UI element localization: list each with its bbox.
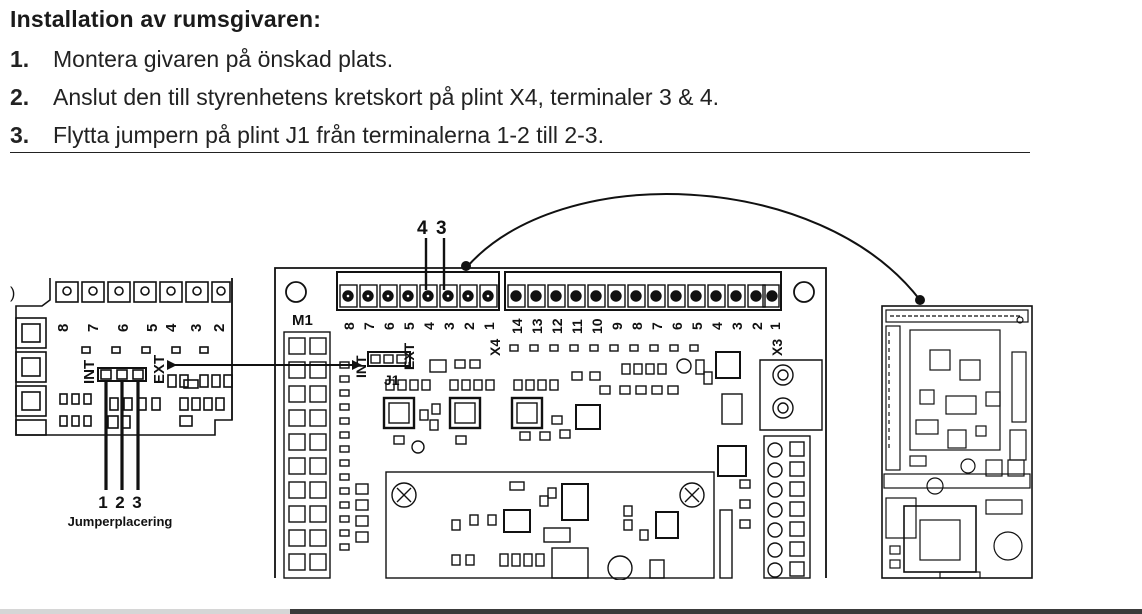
terminal-number: 8: [629, 322, 645, 330]
terminal-number: 5: [144, 324, 161, 332]
terminal-number: 6: [381, 322, 397, 330]
x4-label: X4: [487, 339, 503, 356]
terminal-number: 7: [649, 322, 665, 330]
svg-text:): ): [10, 285, 15, 302]
terminal-number: 1: [481, 322, 497, 330]
terminal-number: 11: [569, 319, 585, 334]
divider: [10, 152, 1030, 153]
jumper-number: 3: [132, 493, 141, 512]
step-number: 3.: [10, 122, 30, 148]
sensor-board: [881, 305, 1033, 579]
terminal-number: 10: [589, 318, 605, 334]
jumper-numbers: 1 2 3: [98, 493, 141, 512]
jumper-number: 1: [98, 493, 107, 512]
step-text: Montera givaren på önskad plats.: [53, 46, 394, 72]
terminal-number: 3: [441, 322, 457, 330]
step-number: 1.: [10, 46, 30, 72]
sensor-cable: [465, 193, 921, 301]
board-int-label: INT: [353, 355, 369, 378]
step-item: 2. Anslut den till styrenhetens kretskort…: [10, 82, 719, 120]
terminal-number: 2: [461, 322, 477, 330]
terminal-number: 2: [211, 324, 228, 332]
step-text: Anslut den till styrenhetens kretskort p…: [53, 84, 720, 110]
terminal-number: 1: [767, 322, 783, 330]
terminal-number: 3: [188, 324, 205, 332]
callout-terminal-3: 3: [436, 218, 447, 239]
terminal-number: 6: [115, 324, 132, 332]
terminal-number: 8: [55, 324, 72, 332]
jumper-leader-lines: [104, 381, 140, 490]
bottom-strip: [0, 609, 1142, 614]
m1-label: M1: [292, 312, 313, 329]
jumper-caption: Jumperplacering: [68, 514, 173, 529]
callout-leaders: [424, 238, 446, 290]
control-board: [274, 267, 827, 578]
jumper-detail-panel: ): [10, 278, 233, 436]
instruction-steps: 1. Montera givaren på önskad plats. 2. Ans…: [10, 44, 719, 158]
terminal-number: 4: [163, 323, 180, 332]
step-text: Flytta jumpern på plint J1 från terminal…: [53, 122, 604, 148]
step-number: 2.: [10, 84, 30, 110]
int-label: INT: [81, 360, 98, 384]
callout-terminal-4: 4: [417, 218, 428, 239]
wiring-diagram: ): [10, 193, 1033, 580]
terminal-number: 2: [749, 322, 765, 330]
terminal-number: 5: [689, 322, 705, 330]
terminal-number: 3: [729, 322, 745, 330]
board-components: [283, 331, 823, 580]
terminal-number: 4: [421, 322, 437, 330]
terminal-number: 14: [509, 318, 525, 334]
step-item: 1. Montera givaren på önskad plats.: [10, 44, 719, 82]
terminal-number: 6: [669, 322, 685, 330]
terminal-number: 12: [549, 318, 565, 334]
terminal-number: 5: [401, 322, 417, 330]
x3-label: X3: [769, 339, 785, 356]
x3-terminal-numbers: 14 13 12 11 10 9 8 7 6 5 4 3 2 1: [509, 318, 783, 334]
terminal-number: 9: [609, 322, 625, 330]
x4-terminal-block: [339, 284, 498, 308]
x3-terminal-block: [507, 284, 780, 308]
cable-end-dot: [461, 261, 471, 271]
x4-terminal-numbers: 8 7 6 5 4 3 2 1: [341, 322, 497, 330]
terminal-number: 8: [341, 322, 357, 330]
terminal-number: 13: [529, 318, 545, 334]
ext-label: EXT: [151, 355, 168, 384]
terminal-number: 4: [709, 322, 725, 330]
terminal-number: 7: [85, 324, 102, 332]
page-title: Installation av rumsgivaren:: [10, 6, 322, 32]
step-item: 3. Flytta jumpern på plint J1 från termin…: [10, 120, 719, 158]
jumper-number: 2: [115, 493, 124, 512]
cable-end-dot: [915, 295, 925, 305]
jumper-terminal-numbers: 8 7 6 5 4 3 2: [55, 323, 228, 332]
terminal-number: 7: [361, 322, 377, 330]
